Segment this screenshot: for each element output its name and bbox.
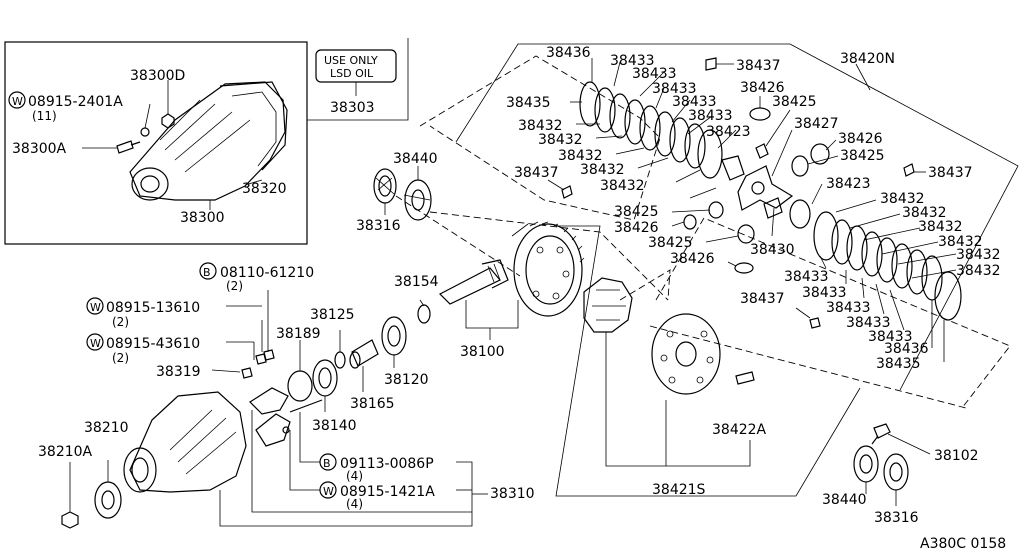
label-38120: 38120 [384, 372, 429, 388]
label-38300: 38300 [180, 210, 225, 226]
label-38425-mid: 38425 [840, 148, 885, 164]
label-38165: 38165 [350, 396, 395, 412]
lsd-oil-notice: USE ONLY LSD OIL 38303 [307, 38, 409, 121]
label-38432-a: 38432 [518, 118, 563, 134]
label-38300A: 38300A [12, 141, 67, 157]
label-38433-i: 38433 [846, 315, 891, 331]
label-08110-61210: 08110-61210 [220, 265, 314, 281]
label-08915-43610-qty: (2) [112, 351, 129, 365]
label-38435-upper: 38435 [506, 95, 551, 111]
label-38432-h: 38432 [918, 219, 963, 235]
label-38433-c: 38433 [652, 81, 697, 97]
label-38433-b: 38433 [632, 66, 677, 82]
label-38189: 38189 [276, 326, 321, 342]
label-38437-right: 38437 [928, 165, 973, 181]
prefix-w-08915-13610: W [90, 301, 101, 314]
label-08110-61210-qty: (2) [226, 279, 243, 293]
label-38319: 38319 [156, 364, 201, 380]
label-38425-lower-a: 38425 [614, 204, 659, 220]
label-38210A: 38210A [38, 444, 93, 460]
label-38310: 38310 [490, 486, 535, 502]
pinion-bearing-group: 38440 38316 [356, 151, 438, 234]
rear-cover-assembly: 38210 38210A B 09113-0086P (4) W 08915-1… [38, 387, 535, 529]
label-38102: 38102 [934, 448, 979, 464]
label-38440-upper: 38440 [393, 151, 438, 167]
label-08915-1421A: 08915-1421A [340, 484, 435, 500]
label-38432-c: 38432 [558, 148, 603, 164]
label-38432-k: 38432 [956, 263, 1001, 279]
label-38423-upper: 38423 [706, 124, 751, 140]
label-09113-0086P: 09113-0086P [340, 456, 434, 472]
label-38303: 38303 [330, 100, 375, 116]
label-08915-13610: 08915-13610 [106, 300, 200, 316]
label-38425-upper: 38425 [772, 94, 817, 110]
label-08915-1421A-qty: (4) [346, 497, 363, 511]
label-38300D: 38300D [130, 68, 185, 84]
label-38432-i: 38432 [938, 234, 983, 250]
label-08915-43610: 08915-43610 [106, 336, 200, 352]
housing-assembly-inset: 38300D W 08915-2401A (11) 38300A 38320 3… [4, 41, 308, 245]
label-38433-j: 38433 [868, 329, 913, 345]
label-08915-13610-qty: (2) [112, 315, 129, 329]
label-38422A: 38422A [712, 422, 767, 438]
label-38154: 38154 [394, 274, 439, 290]
prefix-b-09113-0086P: B [323, 457, 331, 470]
label-38432-b: 38432 [538, 132, 583, 148]
label-38433-d: 38433 [672, 94, 717, 110]
prefix-w-08915-2401A: W [12, 95, 23, 108]
label-38316-lower: 38316 [874, 510, 919, 526]
label-08915-2401A: 08915-2401A [28, 94, 123, 110]
label-38437-bottom: 38437 [740, 291, 785, 307]
left-clutch-pack [579, 81, 745, 181]
label-38432-j: 38432 [956, 247, 1001, 263]
label-38432-g: 38432 [902, 205, 947, 221]
label-38421S: 38421S [652, 482, 706, 498]
label-38433-f: 38433 [784, 269, 829, 285]
label-08915-2401A-qty: (11) [32, 109, 57, 123]
label-09113-0086P-qty: (4) [346, 469, 363, 483]
label-38320: 38320 [242, 181, 287, 197]
prefix-w-08915-43610: W [90, 337, 101, 350]
label-38425-lower-b: 38425 [648, 235, 693, 251]
label-38430: 38430 [750, 242, 795, 258]
notice-line-2: LSD OIL [330, 67, 374, 80]
label-38427: 38427 [794, 116, 839, 132]
label-38433-g: 38433 [802, 285, 847, 301]
label-38423-lower: 38423 [826, 176, 871, 192]
label-38437-top: 38437 [736, 58, 781, 74]
label-38210: 38210 [84, 420, 129, 436]
label-38125: 38125 [310, 307, 355, 323]
label-38140: 38140 [312, 418, 357, 434]
diff-case-assembly: 38422A 38421S [555, 225, 967, 498]
label-38100: 38100 [460, 344, 505, 360]
label-38433-a: 38433 [610, 53, 655, 69]
pinion-spacer-bearings: 38125 38189 38120 38165 38140 [276, 307, 429, 434]
label-38435-lower: 38435 [876, 356, 921, 372]
label-38437-left: 38437 [514, 165, 559, 181]
label-38426-upper: 38426 [740, 80, 785, 96]
diagram-code: A380C 0158 [920, 536, 1006, 552]
prefix-w-08915-1421A: W [323, 485, 334, 498]
label-38432-d: 38432 [580, 162, 625, 178]
label-38432-e: 38432 [600, 178, 645, 194]
label-38432-f: 38432 [880, 191, 925, 207]
label-38426-lower-b: 38426 [670, 251, 715, 267]
side-bearing-lower: 38102 38440 38316 [822, 423, 979, 526]
label-38436-upper: 38436 [546, 45, 591, 61]
lsd-internals-box: 38420N [419, 43, 1019, 409]
label-38426-lower-a: 38426 [614, 220, 659, 236]
label-38433-h: 38433 [826, 300, 871, 316]
label-38433-e: 38433 [688, 108, 733, 124]
label-38440-lower: 38440 [822, 492, 867, 508]
fasteners-left: B 08110-61210 (2) W 08915-13610 (2) W 08… [86, 262, 314, 380]
notice-line-1: USE ONLY [324, 54, 378, 67]
label-38436-lower: 38436 [884, 341, 929, 357]
ring-gear-pinion: 38154 38100 [394, 195, 669, 360]
label-38420N: 38420N [840, 51, 895, 67]
label-38316-upper: 38316 [356, 218, 401, 234]
prefix-b-08110-61210: B [203, 266, 211, 279]
label-38426-mid: 38426 [838, 131, 883, 147]
